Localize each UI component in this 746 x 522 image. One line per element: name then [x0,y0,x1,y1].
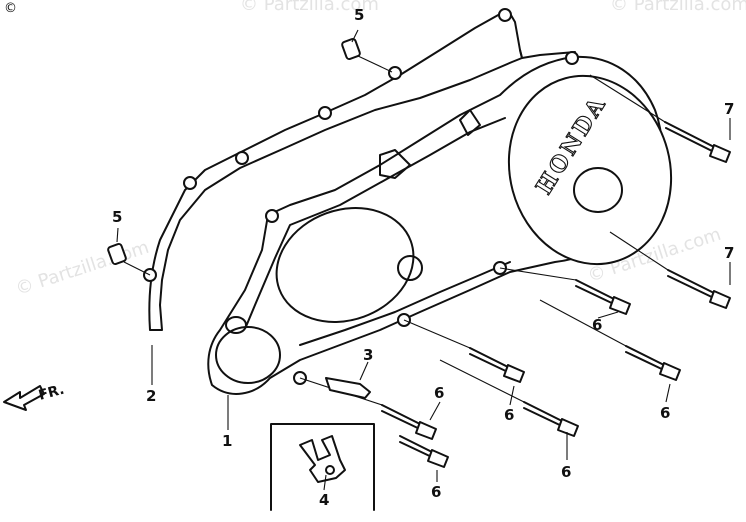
callout-6-b: 6 [660,404,670,422]
bolt-6-upper-right [499,267,631,315]
leader-6a [597,311,619,319]
leader-6c [509,385,515,406]
front-direction-label: FR. [37,382,66,404]
bolt-7-top [589,74,731,163]
callout-7-right: 7 [724,244,734,262]
callout-2: 2 [146,387,156,405]
detail-box [270,423,375,511]
callout-6-c: 6 [504,406,514,424]
dowel-pin-left [107,227,151,276]
watermark-top-right: © Partzilla.com [610,0,746,15]
gasket-outline [143,8,576,331]
left-crankcase-cover [207,51,673,395]
front-direction-arrow: FR. [3,382,66,411]
bolt-6-left-lower [399,435,449,468]
watermark-top-center: © Partzilla.com [240,0,379,15]
clip-part-3 [325,361,371,399]
callout-3: 3 [363,346,373,364]
callout-1: 1 [222,432,232,450]
callout-5-left: 5 [112,208,122,226]
watermark-left: © Partzilla.com [13,237,152,300]
bolt-6-center [403,319,525,383]
callout-6-a: 6 [592,316,602,334]
bolt-7-right [609,231,731,309]
leader-6b [665,383,671,403]
dowel-pin-top [341,29,393,73]
callout-5-top: 5 [354,6,364,24]
callout-6-f: 6 [431,483,441,501]
callout-6-d: 6 [561,463,571,481]
bolt-6-right [539,299,681,381]
callout-4: 4 [319,491,329,509]
copyright-mark: © [4,1,17,16]
bolt-6-lower [439,359,579,437]
leader-6e [429,401,441,421]
bolt-6-left-upper [299,377,437,440]
callout-6-e: 6 [434,384,444,402]
callout-7-top: 7 [724,100,734,118]
